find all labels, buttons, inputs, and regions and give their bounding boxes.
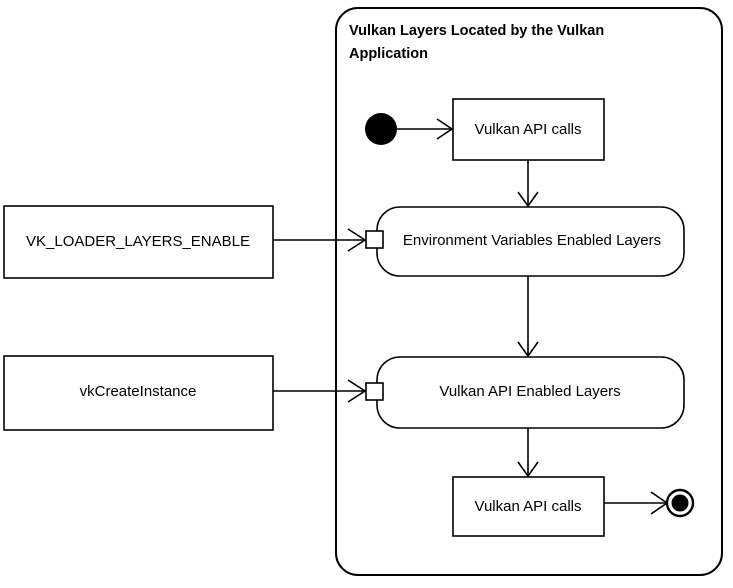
node-api-calls-top — [452, 98, 605, 161]
initial-node — [365, 113, 397, 145]
port-env-layers — [365, 230, 384, 249]
partition-title-line2: Application — [349, 46, 428, 62]
edge-createinstance-to-apilayers-arrowhead — [347, 379, 367, 403]
edge-envvar-to-envlayers-arrowhead — [347, 228, 367, 252]
port-api-layers — [365, 382, 384, 401]
node-env-layers-label: Environment Variables Enabled Layers — [403, 232, 661, 249]
edge-apicalls-to-envlayers-arrowhead — [517, 191, 539, 208]
edge-initial-to-apicalls-arrowhead — [436, 118, 454, 140]
node-api-calls-top-label: Vulkan API calls — [475, 121, 582, 138]
node-env-var — [3, 205, 274, 279]
partition-title-line1: Vulkan Layers Located by the Vulkan — [349, 23, 604, 39]
node-env-var-label: VK_LOADER_LAYERS_ENABLE — [26, 233, 250, 250]
final-node-ring — [665, 488, 695, 518]
final-node-center — [671, 494, 689, 512]
edge-envlayers-to-apilayers-arrowhead — [517, 341, 539, 358]
partition-container — [335, 7, 723, 576]
node-api-calls-bottom — [452, 476, 605, 537]
node-create-instance-label: vkCreateInstance — [80, 383, 197, 400]
node-api-layers-label: Vulkan API Enabled Layers — [439, 383, 620, 400]
node-api-calls-bottom-label: Vulkan API calls — [475, 498, 582, 515]
edge-apilayers-to-apicalls-arrowhead — [517, 461, 539, 478]
node-create-instance — [3, 355, 274, 431]
